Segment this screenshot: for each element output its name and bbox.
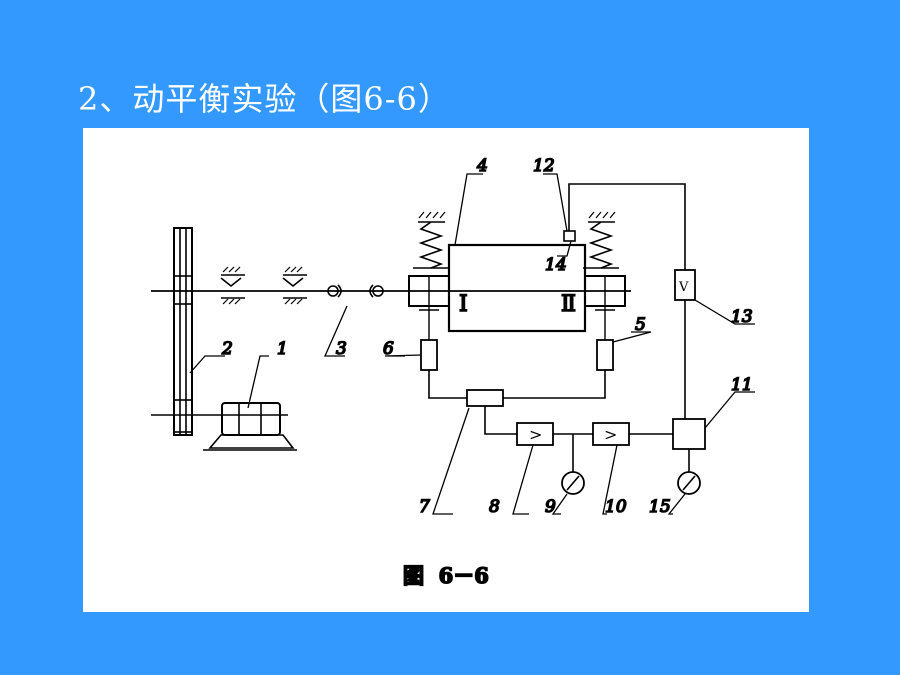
selector-switch-7 (466, 389, 504, 407)
label-part-1: 1 (277, 339, 288, 359)
pickup-5 (596, 339, 614, 371)
label-part-3: 3 (336, 339, 347, 359)
label-part-14: 14 (545, 255, 567, 275)
balancing-diagram: Ⅰ Ⅱ > (151, 155, 755, 589)
label-part-4: 4 (476, 156, 488, 176)
diagram-panel: Ⅰ Ⅱ > (83, 128, 809, 612)
figure-caption: 图 6－6 (403, 563, 489, 588)
svg-text:>: > (604, 425, 617, 444)
label-part-6: 6 (383, 339, 394, 359)
label-part-11: 11 (731, 375, 753, 395)
rotor-bearing-ii-label: Ⅱ (561, 292, 576, 317)
leader-lines (189, 173, 755, 515)
label-part-12: 12 (533, 156, 555, 176)
label-part-9: 9 (545, 497, 556, 517)
slide-title: 2、动平衡实验（图6-6） (78, 80, 451, 118)
svg-text:V: V (678, 280, 689, 295)
phase-unit-11 (672, 418, 706, 450)
spring-support-right (583, 211, 619, 269)
pickup-6 (420, 339, 438, 371)
label-part-5: 5 (635, 315, 646, 335)
reference-signal-wire (568, 183, 686, 270)
photo-sensor (563, 230, 576, 242)
shaft-bearing-left (220, 266, 245, 305)
label-part-8: 8 (489, 497, 500, 517)
spring-support-left (413, 211, 449, 269)
meter-9 (561, 471, 585, 495)
motor (203, 402, 297, 451)
meter-15 (677, 471, 701, 495)
label-part-10: 10 (605, 497, 627, 517)
pulley-assembly (173, 227, 193, 436)
universal-joint (327, 284, 384, 298)
rotor-bearing-i-label: Ⅰ (459, 292, 468, 317)
label-part-7: 7 (419, 497, 430, 517)
shaft-bearing-right (282, 266, 307, 305)
label-part-2: 2 (221, 339, 233, 359)
label-part-13: 13 (731, 307, 753, 327)
label-part-15: 15 (649, 497, 671, 517)
svg-text:>: > (529, 425, 542, 444)
